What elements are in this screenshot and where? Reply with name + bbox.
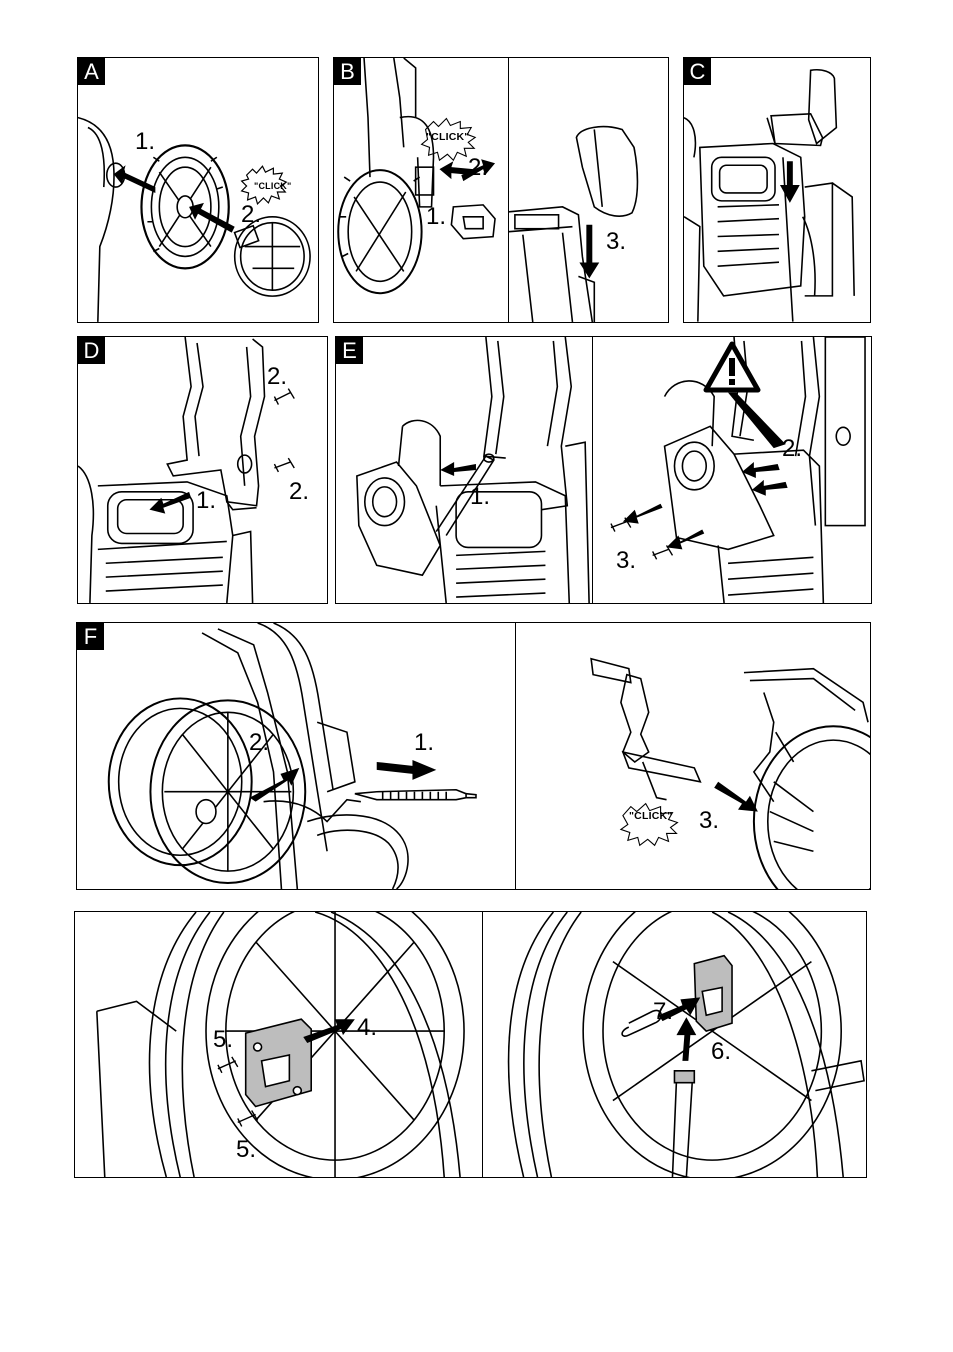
panel-b: B 2. 1: [333, 57, 669, 323]
panel-f-label: F: [77, 623, 104, 650]
panel-e-label: E: [336, 337, 363, 364]
panel-b-label: B: [334, 58, 361, 85]
step-d-2-bottom: 2.: [289, 480, 309, 504]
panel-f: F: [76, 622, 871, 890]
step-e-2: 2.: [782, 437, 802, 461]
panel-g-divider: [482, 912, 483, 1177]
panel-d-illustration: [78, 337, 327, 603]
step-d-2-top: 2.: [267, 365, 287, 389]
step-g-6: 6.: [711, 1040, 731, 1064]
panel-g-illustration: [75, 912, 866, 1177]
panel-d-label: D: [78, 337, 105, 364]
panel-c: C: [683, 57, 871, 323]
panel-a-label: A: [78, 58, 105, 85]
step-b-1: 1.: [426, 205, 446, 229]
step-g-7: 7.: [653, 1000, 673, 1024]
step-a-2: 2.: [241, 203, 261, 227]
click-label-f: "CLICK": [629, 810, 672, 822]
step-d-1: 1.: [196, 489, 216, 513]
step-a-1: 1.: [135, 130, 155, 154]
step-g-4: 4.: [357, 1016, 377, 1040]
panel-e: E: [335, 336, 872, 604]
step-f-3: 3.: [699, 809, 719, 833]
panel-f-divider: [515, 623, 516, 889]
step-e-1: 1.: [470, 485, 490, 509]
step-b-3: 3.: [606, 230, 626, 254]
panel-f-illustration: [77, 623, 870, 889]
panel-e-illustration: [336, 337, 871, 603]
step-e-3: 3.: [616, 549, 636, 573]
panel-d: D 2. 1. 2.: [77, 336, 328, 604]
click-label-a: "CLICK": [254, 181, 291, 191]
step-b-2: 2.: [468, 156, 488, 180]
panel-g: 5. 4. 5. 7. 6.: [74, 911, 867, 1178]
panel-b-illustration: [334, 58, 668, 322]
panel-a: A 1. 2. "CLICK": [77, 57, 319, 323]
step-g-5-bottom: 5.: [236, 1138, 256, 1162]
step-f-2: 2.: [249, 731, 269, 755]
step-f-1: 1.: [414, 731, 434, 755]
click-label-b: "CLICK": [426, 131, 469, 143]
panel-c-illustration: [684, 58, 870, 322]
warning-triangle-icon: [703, 341, 761, 393]
panel-b-divider: [508, 58, 509, 322]
step-g-5-top: 5.: [213, 1028, 233, 1052]
panel-e-divider: [592, 337, 593, 603]
panel-c-label: C: [684, 58, 711, 85]
